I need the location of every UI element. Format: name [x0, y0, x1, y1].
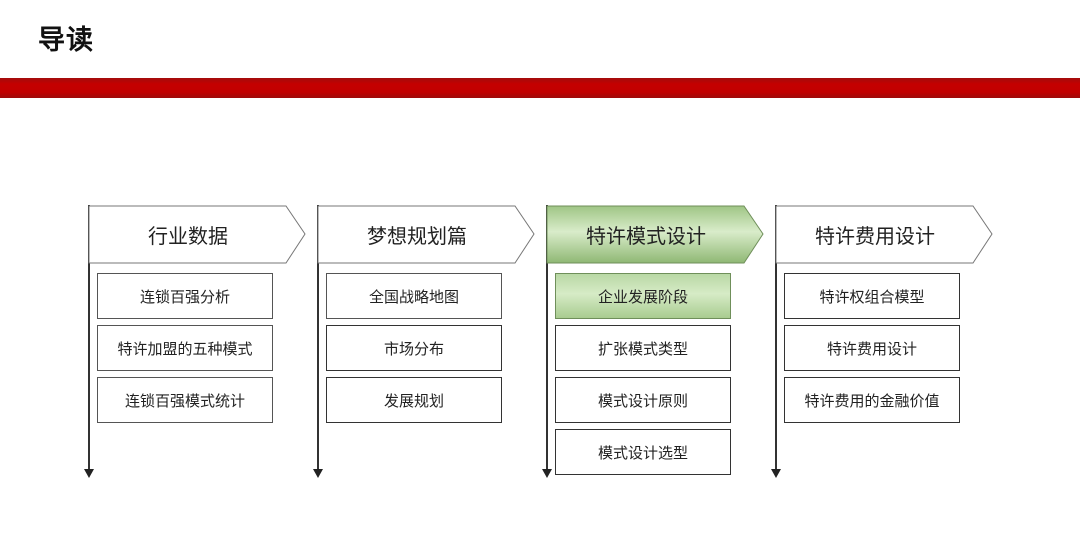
list-item[interactable]: 全国战略地图 — [326, 273, 502, 319]
list-item[interactable]: 连锁百强模式统计 — [97, 377, 273, 423]
column-franchise-fee-design: 特许费用设计 特许权组合模型 特许费用设计 特许费用的金融价值 — [771, 205, 995, 480]
list-item[interactable]: 特许加盟的五种模式 — [97, 325, 273, 371]
list-item[interactable]: 特许权组合模型 — [784, 273, 960, 319]
arrow-down-icon — [542, 469, 552, 478]
chevron-shape — [88, 205, 306, 264]
chevron-shape — [775, 205, 993, 264]
chevron-shape — [546, 205, 764, 264]
item-list: 特许权组合模型 特许费用设计 特许费用的金融价值 — [784, 273, 960, 429]
timeline-axis — [88, 205, 90, 471]
item-list: 企业发展阶段 扩张模式类型 模式设计原则 模式设计选型 — [555, 273, 731, 481]
column-header-label: 特许模式设计 — [586, 223, 706, 248]
timeline-axis — [317, 205, 319, 471]
column-header-label: 行业数据 — [148, 223, 228, 248]
list-item[interactable]: 模式设计原则 — [555, 377, 731, 423]
item-list: 全国战略地图 市场分布 发展规划 — [326, 273, 502, 429]
column-header-label: 特许费用设计 — [815, 223, 935, 248]
column-header[interactable]: 梦想规划篇 — [317, 205, 535, 264]
chevron-shape — [317, 205, 535, 264]
column-header[interactable]: 行业数据 — [88, 205, 306, 264]
column-header-active[interactable]: 特许模式设计 — [546, 205, 764, 264]
list-item[interactable]: 扩张模式类型 — [555, 325, 731, 371]
timeline-axis — [546, 205, 548, 471]
list-item[interactable]: 特许费用的金融价值 — [784, 377, 960, 423]
arrow-down-icon — [84, 469, 94, 478]
column-header-label: 梦想规划篇 — [367, 223, 467, 248]
item-list: 连锁百强分析 特许加盟的五种模式 连锁百强模式统计 — [97, 273, 273, 429]
timeline-axis — [775, 205, 777, 471]
list-item-active[interactable]: 企业发展阶段 — [555, 273, 731, 319]
list-item[interactable]: 连锁百强分析 — [97, 273, 273, 319]
arrow-down-icon — [771, 469, 781, 478]
column-franchise-model-design: 特许模式设计 企业发展阶段 扩张模式类型 模式设计原则 模式设计选型 — [542, 205, 766, 481]
column-dream-planning: 梦想规划篇 全国战略地图 市场分布 发展规划 — [313, 205, 537, 480]
page-title: 导读 — [38, 25, 94, 56]
list-item[interactable]: 模式设计选型 — [555, 429, 731, 475]
arrow-down-icon — [313, 469, 323, 478]
list-item[interactable]: 发展规划 — [326, 377, 502, 423]
list-item[interactable]: 市场分布 — [326, 325, 502, 371]
header-divider-bar — [0, 78, 1080, 98]
column-industry-data: 行业数据 连锁百强分析 特许加盟的五种模式 连锁百强模式统计 — [84, 205, 308, 480]
list-item[interactable]: 特许费用设计 — [784, 325, 960, 371]
column-header[interactable]: 特许费用设计 — [775, 205, 993, 264]
